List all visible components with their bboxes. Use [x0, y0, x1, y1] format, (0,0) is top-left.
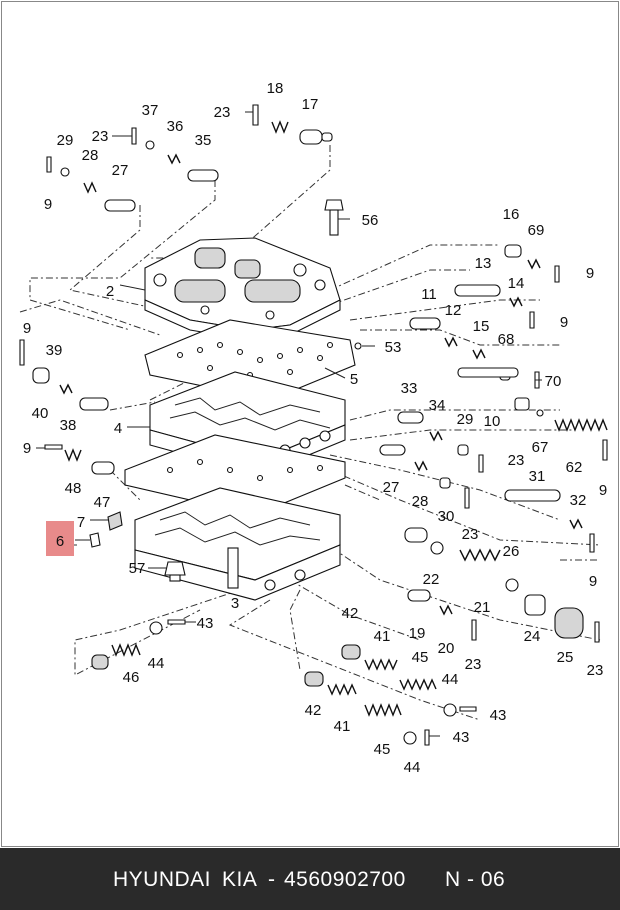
callout-31: 31 — [529, 468, 546, 485]
callout-56: 56 — [362, 212, 379, 229]
separator-plate — [124, 434, 346, 516]
callout-9: 9 — [589, 573, 597, 590]
callout-38: 38 — [60, 417, 77, 434]
callout-37: 37 — [142, 102, 159, 119]
callout-23: 23 — [462, 526, 479, 543]
callout-22: 22 — [423, 571, 440, 588]
callout-41: 41 — [334, 718, 351, 735]
callout-45: 45 — [374, 741, 391, 758]
callout-44: 44 — [442, 671, 459, 688]
callout-27: 27 — [383, 479, 400, 496]
callout-40: 40 — [32, 405, 49, 422]
footer-brand: HYUNDAI — [113, 868, 212, 891]
callout-28: 28 — [412, 493, 429, 510]
callout-30: 30 — [438, 508, 455, 525]
callout-47: 47 — [94, 494, 111, 511]
callout-26: 26 — [503, 543, 520, 560]
callout-42: 42 — [305, 702, 322, 719]
leader-lines — [36, 111, 542, 737]
callout-4: 4 — [114, 420, 122, 437]
callout-2: 2 — [106, 283, 114, 300]
callout-23: 23 — [508, 452, 525, 469]
callout-15: 15 — [473, 318, 490, 335]
callout-36: 36 — [167, 118, 184, 135]
footer-bar: HYUNDAI KIA - 4560902700 N - 06 — [0, 848, 620, 910]
callout-7: 7 — [77, 514, 85, 531]
callout-67: 67 — [532, 439, 549, 456]
callout-23: 23 — [92, 128, 109, 145]
callout-29: 29 — [57, 132, 74, 149]
callout-62: 62 — [566, 459, 583, 476]
callout-23: 23 — [465, 656, 482, 673]
exploded-parts-diagram: 6 18 17 23 37 23 36 35 29 28 27 9 56 16 … — [1, 1, 619, 847]
callout-46: 46 — [123, 669, 140, 686]
callout-16: 16 — [503, 206, 520, 223]
callout-11: 11 — [421, 286, 437, 303]
callout-28: 28 — [82, 147, 99, 164]
callout-labels: 18 17 23 37 23 36 35 29 28 27 9 56 16 69… — [23, 80, 607, 776]
callout-24: 24 — [524, 628, 541, 645]
callout-32: 32 — [570, 492, 587, 509]
callout-10: 10 — [484, 413, 501, 430]
callout-57: 57 — [129, 560, 146, 577]
callout-42: 42 — [342, 605, 359, 622]
footer-separator: - — [268, 868, 276, 891]
callout-9: 9 — [44, 196, 52, 213]
callout-9: 9 — [560, 314, 568, 331]
callout-9: 9 — [586, 265, 594, 282]
callout-44: 44 — [404, 759, 421, 776]
callout-5: 5 — [350, 371, 358, 388]
diagram-frame — [1, 1, 619, 847]
callout-9: 9 — [23, 320, 31, 337]
callout-23: 23 — [214, 104, 231, 121]
callout-70: 70 — [545, 373, 562, 390]
callout-69: 69 — [528, 222, 545, 239]
callout-68: 68 — [498, 331, 515, 348]
callout-9: 9 — [23, 440, 31, 457]
valves-and-springs — [19, 104, 608, 746]
callout-6: 6 — [56, 533, 64, 550]
callout-48: 48 — [65, 480, 82, 497]
callout-34: 34 — [429, 397, 446, 414]
callout-44: 44 — [148, 655, 165, 672]
footer-make: KIA — [222, 868, 258, 891]
callout-39: 39 — [46, 342, 63, 359]
callout-3: 3 — [231, 595, 239, 612]
footer-part-number: 4560902700 — [284, 868, 406, 891]
callout-33: 33 — [401, 380, 418, 397]
callout-53: 53 — [385, 339, 402, 356]
callout-19: 19 — [409, 625, 426, 642]
callout-41: 41 — [374, 628, 391, 645]
callout-43: 43 — [453, 729, 470, 746]
callout-13: 13 — [475, 255, 492, 272]
callout-23: 23 — [587, 662, 604, 679]
callout-35: 35 — [195, 132, 212, 149]
highlight-box — [46, 521, 74, 556]
separator-plate-5 — [144, 319, 356, 401]
callout-9: 9 — [599, 482, 607, 499]
callout-25: 25 — [557, 649, 574, 666]
callout-43: 43 — [197, 615, 214, 632]
callout-18: 18 — [267, 80, 284, 97]
callout-29: 29 — [457, 411, 474, 428]
lower-valve-body-3 — [134, 487, 341, 601]
callout-12: 12 — [445, 302, 462, 319]
footer-reference: N - 06 — [445, 868, 506, 891]
callout-21: 21 — [474, 599, 491, 616]
callout-45: 45 — [412, 649, 429, 666]
callout-17: 17 — [302, 96, 319, 113]
callout-20: 20 — [438, 640, 455, 657]
callout-43: 43 — [490, 707, 507, 724]
callout-27: 27 — [112, 162, 129, 179]
callout-14: 14 — [508, 275, 525, 292]
